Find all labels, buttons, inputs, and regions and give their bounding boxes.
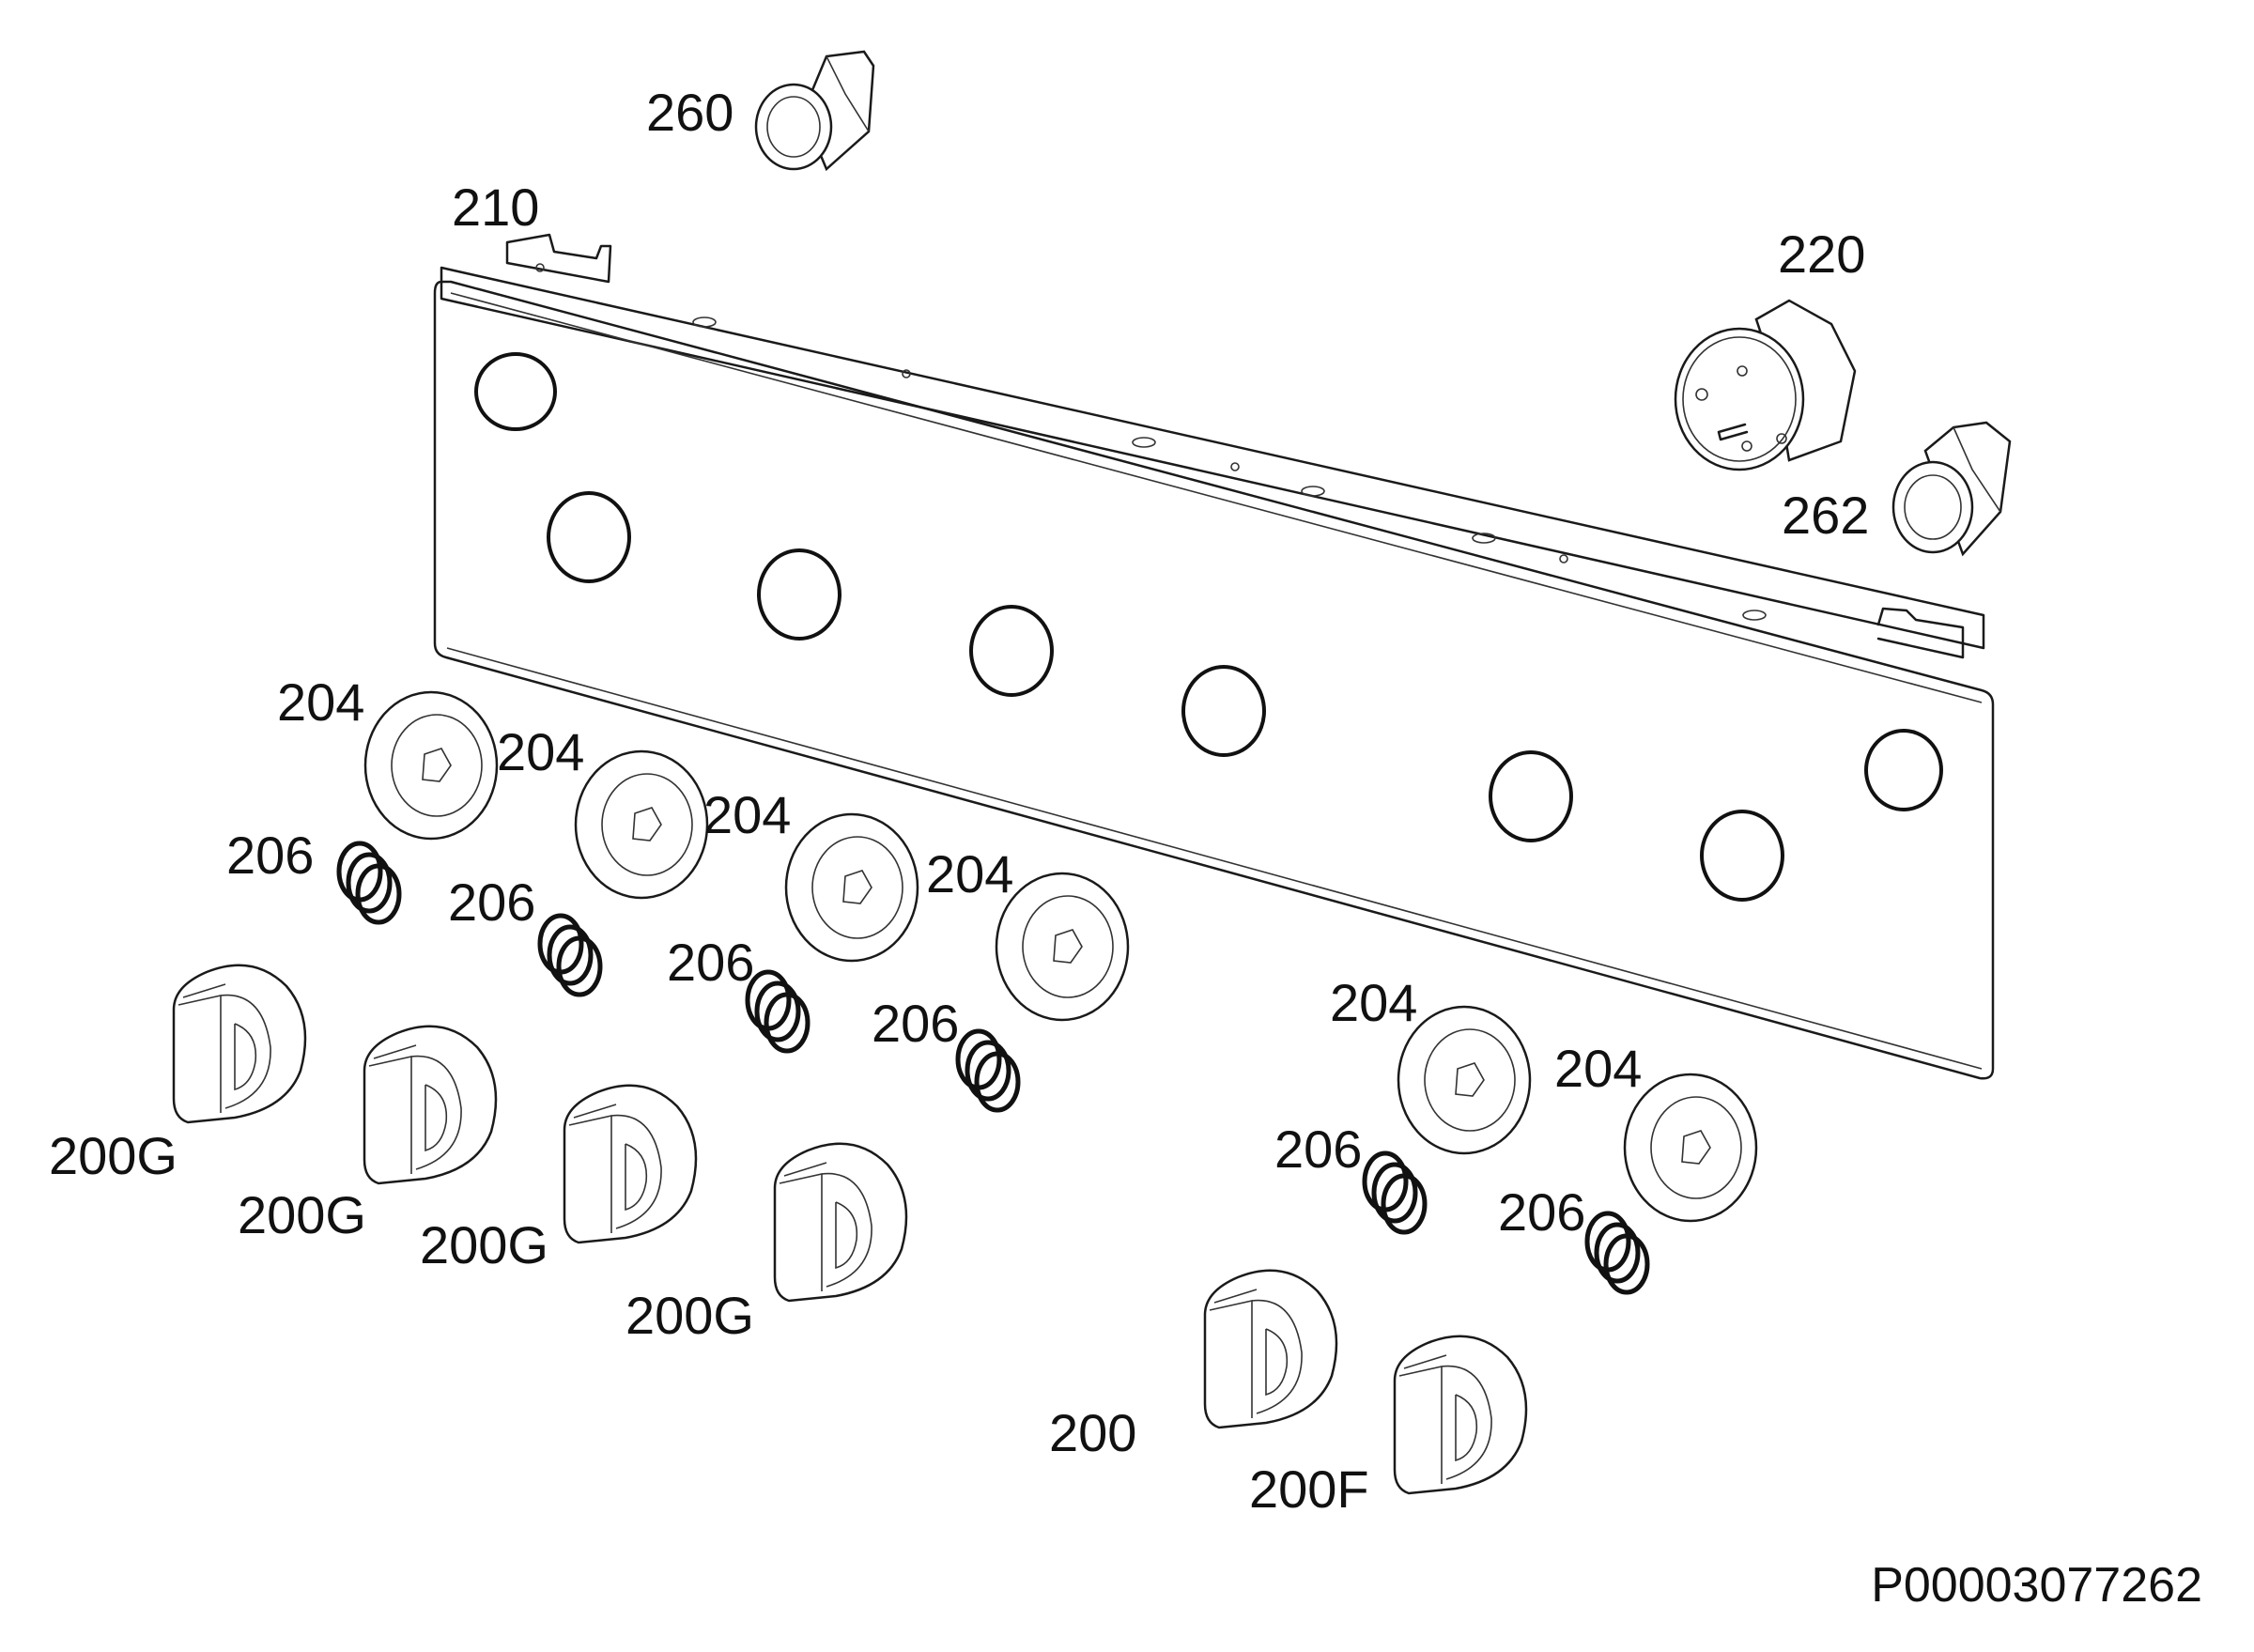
indicator-lamp-260 [754, 50, 875, 172]
bezel-204 [574, 749, 709, 900]
knob-200G [363, 1025, 498, 1185]
knob-200 [1203, 1269, 1338, 1429]
callout-204: 204 [1554, 1039, 1642, 1098]
callout-206: 206 [1274, 1119, 1362, 1179]
callout-206: 206 [872, 994, 959, 1053]
spring-206 [1584, 1211, 1650, 1295]
callout-204: 204 [703, 785, 791, 844]
spring-206 [336, 841, 402, 925]
control-panel-210 [433, 233, 1995, 1080]
callout-260: 260 [646, 83, 733, 142]
callout-204: 204 [926, 844, 1013, 903]
callout-200G: 200G [238, 1185, 366, 1244]
indicator-lamp-262 [1891, 421, 2012, 557]
callout-204: 204 [277, 672, 364, 732]
knob-200G [773, 1142, 908, 1303]
callout-labels: 260 210 220 262 204 204 204 204 204 204 … [49, 83, 1869, 1519]
knob-200G [563, 1084, 698, 1244]
callout-200G: 200G [420, 1215, 548, 1274]
knobs-200 [172, 964, 1528, 1495]
bezel-204 [1623, 1073, 1758, 1223]
callout-206: 206 [226, 826, 314, 885]
bezel-204 [1397, 1005, 1532, 1155]
callout-204: 204 [497, 722, 584, 781]
bezel-204 [784, 812, 919, 963]
timer-220 [1674, 299, 1857, 471]
callout-206: 206 [448, 872, 535, 932]
callout-210: 210 [452, 178, 539, 237]
spring-206 [745, 969, 811, 1054]
spring-206 [537, 913, 603, 997]
knob-200G [172, 964, 307, 1124]
callout-204: 204 [1330, 973, 1417, 1032]
diagram-code: P00003077262 [1871, 1558, 2202, 1613]
callout-200G: 200G [625, 1286, 754, 1345]
bezel-204 [995, 872, 1130, 1022]
spring-206 [955, 1028, 1021, 1113]
callout-200: 200 [1049, 1403, 1136, 1462]
knob-200F [1393, 1335, 1528, 1495]
bezel-204 [363, 690, 499, 841]
callout-200G: 200G [49, 1126, 178, 1185]
callout-262: 262 [1782, 486, 1869, 545]
spring-206 [1362, 1150, 1428, 1235]
callout-220: 220 [1778, 224, 1865, 284]
callout-206: 206 [1498, 1182, 1585, 1242]
callout-206: 206 [667, 933, 754, 992]
springs-206 [336, 841, 1650, 1295]
callout-200F: 200F [1249, 1459, 1369, 1519]
bezels-204 [363, 690, 1758, 1223]
